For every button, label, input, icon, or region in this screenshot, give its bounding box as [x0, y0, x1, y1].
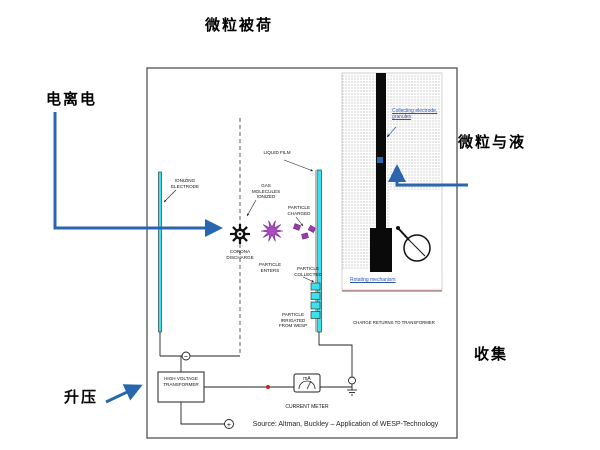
- source-credit: Source: Altman, Buckley – Application of…: [252, 421, 439, 428]
- annotation-particle-charging: 微粒被荷: [205, 17, 274, 34]
- annotation-ionization: 电离电: [46, 91, 98, 108]
- link-collecting-electrode-granules[interactable]: Collecting electrode, granules: [392, 108, 438, 121]
- ionizing-electrode-bar: [158, 171, 162, 333]
- label-particle-irrigated: PARTICLE IRRIGATED FROM WESP: [278, 312, 308, 328]
- label-gas-molecules-ionized: GAS MOLECULES IONIZED: [251, 183, 281, 199]
- label-current-meter: CURRENT METER: [285, 404, 329, 410]
- label-particle-collected: PARTICLE COLLECTED: [294, 266, 322, 277]
- label-leaders: [163, 159, 315, 283]
- annotation-particle-liquid: 微粒与液: [458, 134, 527, 151]
- ionization-arrow: [53, 112, 223, 237]
- corona-electrode-icon: [230, 224, 250, 244]
- label-hv-transformer: HIGH VOLTAGE TRANSFORMER: [163, 376, 199, 387]
- current-meter-icon: [293, 373, 321, 393]
- label-ionizing-electrode: IONIZING ELECTRODE: [170, 178, 200, 189]
- svg-text:−: −: [184, 353, 188, 361]
- boost-arrow: [105, 384, 143, 404]
- rotating-mechanism-icon: [396, 226, 431, 262]
- label-liquid-film: LIQUID FILM: [263, 150, 291, 155]
- collecting-electrode-inset: [341, 72, 443, 292]
- charged-particles: [293, 223, 317, 240]
- minus-terminal-icon: −: [181, 351, 191, 361]
- wire-junction-dot: [266, 385, 270, 389]
- annotation-arrows: [53, 112, 468, 404]
- svg-text:+: +: [227, 421, 231, 429]
- circuit-wiring: [159, 332, 357, 425]
- label-particle-enters: PARTICLE ENTERS: [258, 262, 282, 273]
- label-particle-charged: PARTICLE CHARGED: [287, 205, 311, 216]
- granule-arrow: [388, 164, 468, 187]
- label-charge-returns: CHARGE RETURNS TO TRANSFORMER: [353, 320, 435, 325]
- annotation-boost: 升压: [64, 389, 99, 406]
- plus-terminal-icon: +: [224, 419, 234, 429]
- diagram-frame: [146, 67, 458, 439]
- corona-burst-icon: [260, 220, 284, 242]
- label-ma: mA: [303, 376, 311, 382]
- granule-marker-dot: [377, 157, 383, 163]
- link-rotating-mechanism[interactable]: Rotating mechanism: [350, 277, 396, 283]
- label-corona-discharge: CORONA DISCHARGE: [226, 249, 254, 260]
- collected-particle-stack: [310, 282, 321, 319]
- hv-transformer-box: [157, 371, 205, 403]
- electrode-bar: [376, 73, 386, 230]
- annotation-collection: 收集: [474, 346, 509, 363]
